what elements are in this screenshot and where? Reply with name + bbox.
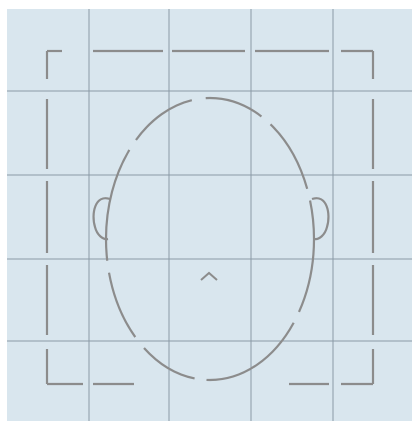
camera-viewfinder	[7, 9, 412, 421]
face-alignment-overlay	[7, 9, 412, 421]
viewfinder-background	[7, 9, 412, 421]
